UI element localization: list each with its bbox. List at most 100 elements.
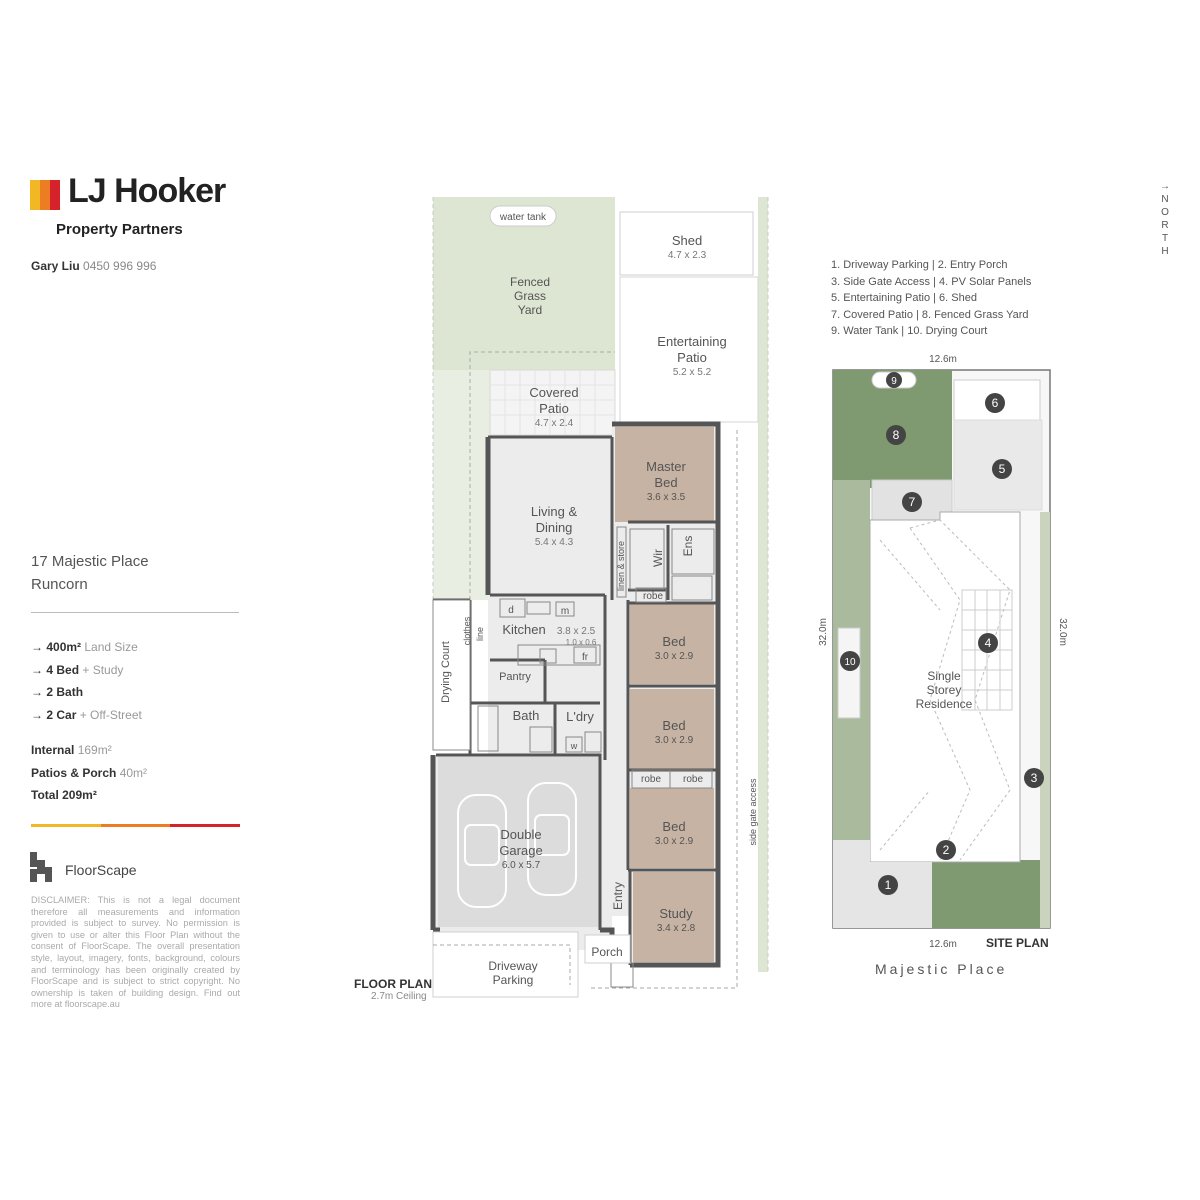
street-name: Majestic Place: [875, 961, 1008, 977]
entry-label: Entry: [611, 882, 625, 910]
arrow-right-icon: →: [31, 662, 43, 677]
driveway-label-1: Driveway: [488, 959, 537, 973]
marker-7: 7: [909, 495, 916, 509]
shed-area: [619, 211, 754, 276]
water-tank-label: water tank: [499, 212, 547, 223]
garage-dim: 6.0 x 5.7: [502, 860, 541, 871]
robe-label-2: robe: [641, 774, 661, 785]
site-depth-right: 32.0m: [1057, 618, 1068, 646]
washer-label: w: [570, 741, 578, 751]
feature-item: → 4 Bed + Study: [31, 659, 142, 682]
north-arrow-icon: →: [1160, 181, 1170, 192]
disclaimer-text: DISCLAIMER: This is not a legal document…: [31, 895, 240, 1010]
marker-4: 4: [985, 636, 992, 650]
site-depth-left: 32.0m: [818, 618, 829, 646]
brand-subtitle: Property Partners: [56, 221, 183, 238]
marker-10: 10: [844, 657, 856, 668]
car-icon: [457, 782, 577, 908]
master-bed-floor: [615, 427, 714, 522]
floorscape-logo-icon: [30, 852, 52, 882]
bed1-floor: [630, 604, 714, 684]
brand-logo-bars: [30, 180, 60, 210]
legend-line: 5. Entertaining Patio | 6. Shed: [831, 292, 977, 305]
marker-3: 3: [1031, 771, 1038, 785]
driveway-parking-area: [432, 931, 579, 998]
site-legend: 1. Driveway Parking | 2. Entry Porch 3. …: [831, 257, 1031, 340]
marker-6: 6: [992, 396, 999, 410]
water-tank-marker: [489, 205, 557, 227]
area-patios: Patios & Porch 40m²: [31, 765, 148, 780]
side-strip-grass: [758, 197, 768, 972]
feature-item: → 2 Car + Off-Street: [31, 704, 142, 727]
marker-9: 9: [891, 376, 897, 387]
microwave-label: m: [561, 606, 569, 617]
site-width-bottom: 12.6m: [929, 939, 957, 950]
ent-patio-dim: 5.2 x 5.2: [673, 367, 712, 378]
feature-item: → 400m² Land Size: [31, 636, 142, 659]
divider: [31, 612, 239, 613]
bed2-label: Bed: [662, 718, 685, 733]
site-width-top: 12.6m: [929, 354, 957, 365]
floorscape-name: FloorScape: [65, 862, 137, 878]
feature-list: → 400m² Land Size → 4 Bed + Study → 2 Ba…: [31, 636, 142, 726]
brand-color-rule: [31, 824, 241, 827]
yard-label-2: Grass: [514, 289, 546, 303]
feature-item: → 2 Bath: [31, 681, 142, 704]
pantry-label: Pantry: [499, 671, 531, 683]
study-floor: [633, 872, 714, 962]
marker-2: 2: [943, 843, 950, 857]
yard-label-1: Fenced: [510, 275, 550, 289]
master-label-1: Master: [646, 459, 686, 474]
driveway-label-2: Parking: [493, 973, 534, 987]
garage-label-1: Double: [500, 827, 541, 842]
cov-patio-dim: 4.7 x 2.4: [535, 418, 574, 429]
front-grass: [932, 860, 1050, 928]
residence-label-2: Storey: [927, 683, 962, 697]
bed3-dim: 3.0 x 2.9: [655, 836, 694, 847]
side-grass: [433, 370, 490, 600]
bed3-floor: [630, 788, 714, 868]
address-line1: 17 Majestic Place: [31, 553, 149, 570]
arrow-right-icon: →: [31, 640, 43, 654]
drying-court-label: Drying Court: [440, 641, 452, 703]
residence-label-1: Single: [927, 669, 961, 683]
marker-8: 8: [893, 428, 900, 442]
arrow-right-icon: →: [31, 707, 43, 722]
bed3-label: Bed: [662, 819, 685, 834]
bed2-dim: 3.0 x 2.9: [655, 735, 694, 746]
ens-label: Ens: [681, 536, 695, 557]
bed1-label: Bed: [662, 634, 685, 649]
floor-plan-ceiling: 2.7m Ceiling: [371, 991, 427, 1002]
area-summary: Internal 169m² Patios & Porch 40m² Total…: [31, 739, 147, 807]
living-dim: 5.4 x 4.3: [535, 537, 574, 548]
linen-label: linen & store: [616, 541, 626, 591]
address-line2: Runcorn: [31, 576, 88, 593]
residence-label-3: Residence: [916, 697, 973, 711]
site-drying-court: [837, 627, 861, 719]
side-gate-label: side gate access: [748, 778, 758, 846]
robe-label-3: robe: [683, 774, 703, 785]
porch-area: [584, 934, 631, 964]
ent-patio-label-1: Entertaining: [657, 334, 726, 349]
agent-contact: Gary Liu 0450 996 996: [31, 259, 156, 273]
marker-5: 5: [999, 462, 1006, 476]
legend-line: 3. Side Gate Access | 4. PV Solar Panels: [831, 275, 1032, 288]
garage-label-2: Garage: [499, 843, 542, 858]
legend-line: 9. Water Tank | 10. Drying Court: [831, 325, 988, 338]
entertaining-patio-area: [619, 276, 759, 423]
clothes-line-label-1: clothes: [462, 616, 472, 645]
yard-label-3: Yard: [518, 303, 542, 317]
agent-phone[interactable]: 0450 996 996: [83, 259, 157, 273]
bath-label: Bath: [513, 708, 540, 723]
brand-name: LJ Hooker: [68, 172, 226, 210]
bed1-dim: 3.0 x 2.9: [655, 651, 694, 662]
island-dim: 1.0 x 0.6: [566, 638, 597, 647]
fridge-label: fr: [582, 652, 589, 663]
porch-label: Porch: [591, 945, 622, 959]
agent-name: Gary Liu: [31, 259, 80, 273]
property-address: 17 Majestic Place Runcorn: [31, 550, 149, 596]
master-label-2: Bed: [654, 475, 677, 490]
study-label: Study: [659, 906, 693, 921]
bed2-floor: [630, 689, 714, 769]
